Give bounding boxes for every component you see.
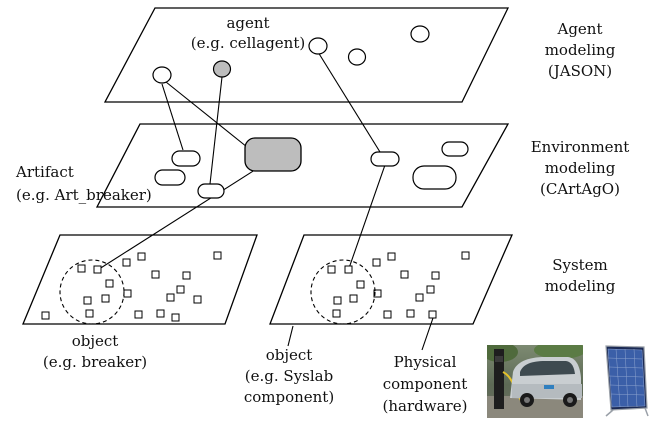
object-square: [134, 310, 143, 319]
system-left-plane: [22, 234, 258, 325]
object-square: [122, 258, 131, 267]
object-square: [428, 310, 437, 319]
object-square: [182, 271, 191, 280]
artifact-callout-line2: (e.g. Art_breaker): [16, 186, 152, 204]
link-agent-to-artifact-main: [165, 81, 253, 152]
agent-layer-label-line3: (JASON): [548, 62, 612, 80]
artifact-node-5: [412, 165, 457, 190]
object-square: [406, 309, 415, 318]
object-square: [372, 258, 381, 267]
object-square: [83, 296, 92, 305]
object-square: [101, 294, 110, 303]
link-physical-to-object: [421, 317, 434, 351]
object-square: [123, 289, 132, 298]
electric-car-charging-photo: [487, 345, 583, 418]
link-cellagent-to-artifact: [209, 76, 223, 185]
object-square: [193, 295, 202, 304]
agent-layer-plane: [103, 7, 510, 103]
object-square: [461, 251, 470, 260]
connection-lines: [95, 51, 434, 351]
link-env-artifact-to-syslab-object: [347, 164, 386, 272]
solar-panel-photo: [605, 345, 649, 417]
agent-callout-line1: agent: [226, 14, 269, 32]
solar-panel-cells: [607, 348, 646, 408]
agent-node-1: [152, 66, 172, 84]
object-square: [349, 294, 358, 303]
env-layer-label-line2: modeling: [545, 159, 616, 177]
main-artifact-node: [244, 137, 302, 172]
system-layer-label-line1: System: [552, 256, 608, 274]
object-square: [387, 252, 396, 261]
artifact-node-2: [154, 169, 186, 186]
system-left-objects: [41, 251, 222, 322]
agent-node-3: [347, 48, 367, 66]
object-square: [400, 270, 409, 279]
object-square: [156, 309, 165, 318]
object-square: [77, 264, 86, 273]
env-layer-label-line3: (CArtAgO): [540, 180, 620, 198]
physical-callout-line2: component: [383, 375, 468, 393]
object-square: [85, 309, 94, 318]
agent-node-4: [410, 25, 430, 43]
environment-layer-plane: [95, 123, 510, 208]
object-square: [356, 280, 365, 289]
object-square: [171, 313, 180, 322]
system-layer-label-line2: modeling: [545, 277, 616, 295]
object-square: [176, 285, 185, 294]
system-right-plane: [269, 234, 513, 325]
object-syslab-callout-line3: component): [244, 388, 334, 406]
agent-callout-line2: (e.g. cellagent): [191, 34, 305, 52]
agent-node-2: [308, 37, 328, 55]
object-breaker-callout-line2: (e.g. breaker): [43, 353, 147, 371]
agent-layer-label-line2: modeling: [545, 41, 616, 59]
object-syslab-callout-line2: (e.g. Syslab: [245, 367, 333, 385]
object-square: [166, 293, 175, 302]
object-square: [383, 310, 392, 319]
agent-layer-label-line1: Agent: [557, 20, 603, 38]
link-syslab-object-to-label: [287, 325, 294, 347]
object-square: [327, 265, 336, 274]
system-right-objects: [327, 251, 470, 319]
artifact-node-3: [370, 151, 400, 167]
object-square: [333, 296, 342, 305]
object-square: [431, 271, 440, 280]
object-square: [332, 309, 341, 318]
link-agent-to-artifact-small: [161, 83, 184, 151]
artifact-callout-line1: Artifact: [15, 163, 74, 181]
object-square: [151, 270, 160, 279]
object-square: [105, 279, 114, 288]
physical-callout-line3: (hardware): [383, 397, 468, 415]
object-syslab-callout-line1: object: [266, 346, 313, 364]
object-square: [344, 265, 353, 274]
link-artifact-to-breaker-object: [95, 167, 259, 272]
object-square: [41, 311, 50, 320]
object-square: [373, 289, 382, 298]
breaker-group-dashed-circle: [59, 259, 125, 325]
link-agent-to-env-artifact: [317, 51, 381, 153]
artifact-node-4: [441, 141, 469, 157]
env-layer-label-line1: Environment: [531, 138, 630, 156]
object-square: [426, 285, 435, 294]
object-breaker-callout-line1: object: [72, 332, 119, 350]
object-square: [137, 252, 146, 261]
physical-callout-line1: Physical: [394, 353, 457, 371]
cellagent-node: [212, 60, 232, 78]
object-square: [93, 265, 102, 274]
object-square: [213, 251, 222, 260]
object-square: [415, 293, 424, 302]
art-breaker-node: [197, 183, 225, 199]
syslab-group-dashed-circle: [310, 259, 376, 325]
artifact-node-1: [171, 150, 201, 167]
